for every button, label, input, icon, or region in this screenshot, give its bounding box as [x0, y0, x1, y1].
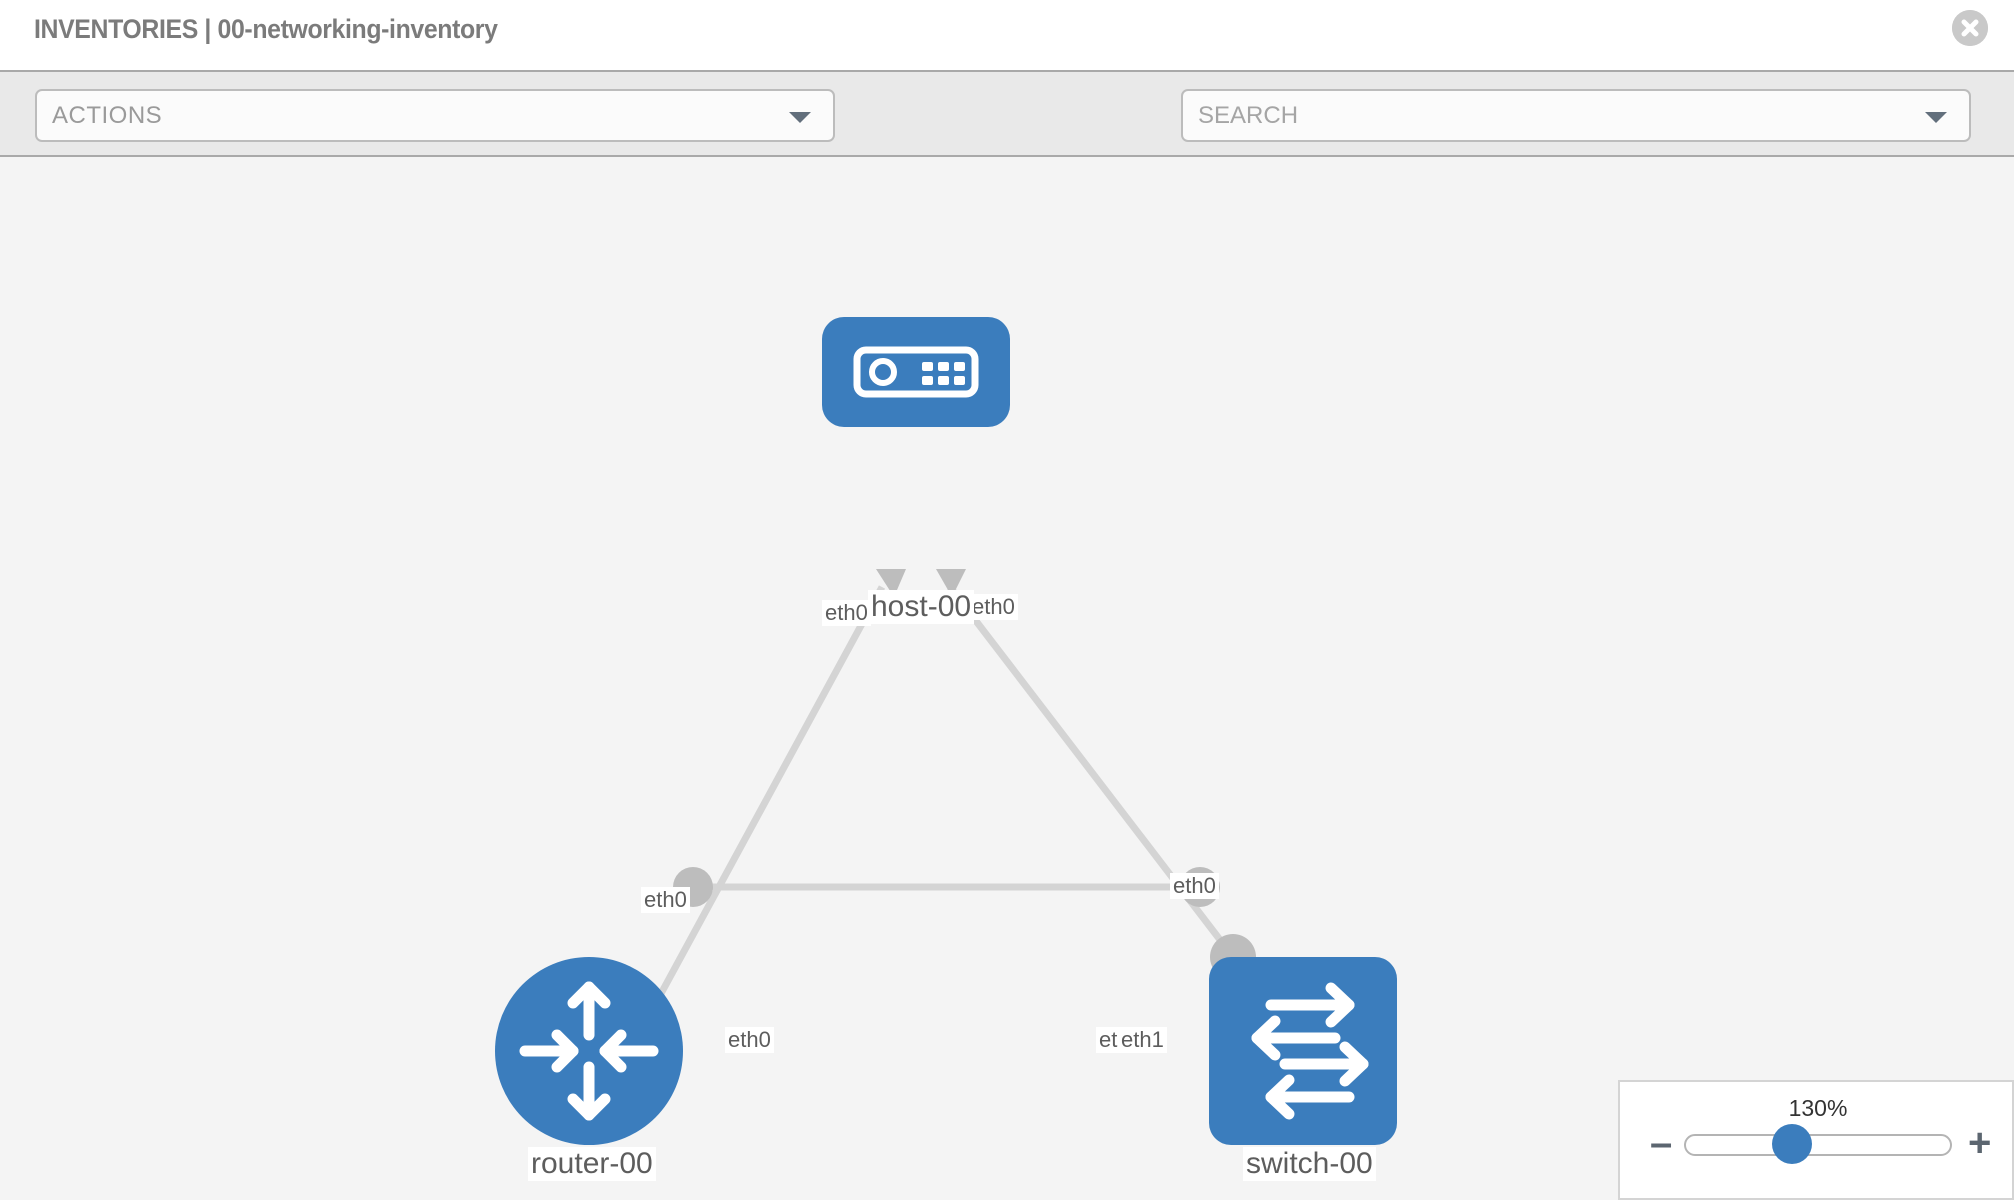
iface-label: eth0	[822, 600, 871, 626]
zoom-in-button[interactable]: +	[1968, 1121, 1992, 1165]
node-switch-00[interactable]	[1209, 957, 1397, 1145]
link-router-host[interactable]	[647, 585, 886, 1014]
iface-label: eth0	[1170, 873, 1219, 899]
node-host-00[interactable]	[822, 317, 1010, 427]
iface-label: eth0	[725, 1027, 774, 1053]
node-label-switch-00: switch-00	[1243, 1147, 1376, 1181]
page-header: INVENTORIES | 00-networking-inventory	[0, 0, 2014, 70]
node-router-00[interactable]	[495, 957, 683, 1145]
toolbar: ACTIONS	[0, 70, 2014, 199]
zoom-slider-track[interactable]	[1684, 1134, 1952, 1156]
search-chevron-down-icon[interactable]	[1925, 112, 1947, 123]
topology-canvas[interactable]: eth0 eth0 eth0 eth0 eth0 eth0 eth1 host-…	[0, 157, 2014, 1200]
iface-label: eth0	[969, 594, 1018, 620]
node-label-router-00: router-00	[528, 1147, 656, 1181]
iface-label: eth0	[641, 887, 690, 913]
zoom-control-panel: 130% – +	[1618, 1080, 2014, 1200]
node-label-host-00: host-00	[868, 590, 975, 624]
zoom-level-value: 130%	[1788, 1095, 1848, 1121]
close-icon[interactable]	[1952, 10, 1988, 46]
iface-label: eth1	[1118, 1027, 1167, 1053]
endpoint-host-eth0-right[interactable]	[936, 569, 966, 597]
actions-dropdown[interactable]: ACTIONS	[35, 89, 835, 142]
endpoint-host-eth0-left[interactable]	[876, 569, 906, 597]
search-field[interactable]	[1181, 89, 1971, 142]
zoom-out-button[interactable]: –	[1650, 1121, 1673, 1165]
search-input[interactable]	[1198, 91, 1888, 140]
actions-dropdown-label: ACTIONS	[52, 102, 163, 129]
zoom-slider-thumb[interactable]	[1772, 1124, 1812, 1164]
page-title: INVENTORIES | 00-networking-inventory	[34, 14, 498, 44]
chevron-down-icon	[789, 112, 811, 123]
topology-links	[647, 569, 1256, 1014]
